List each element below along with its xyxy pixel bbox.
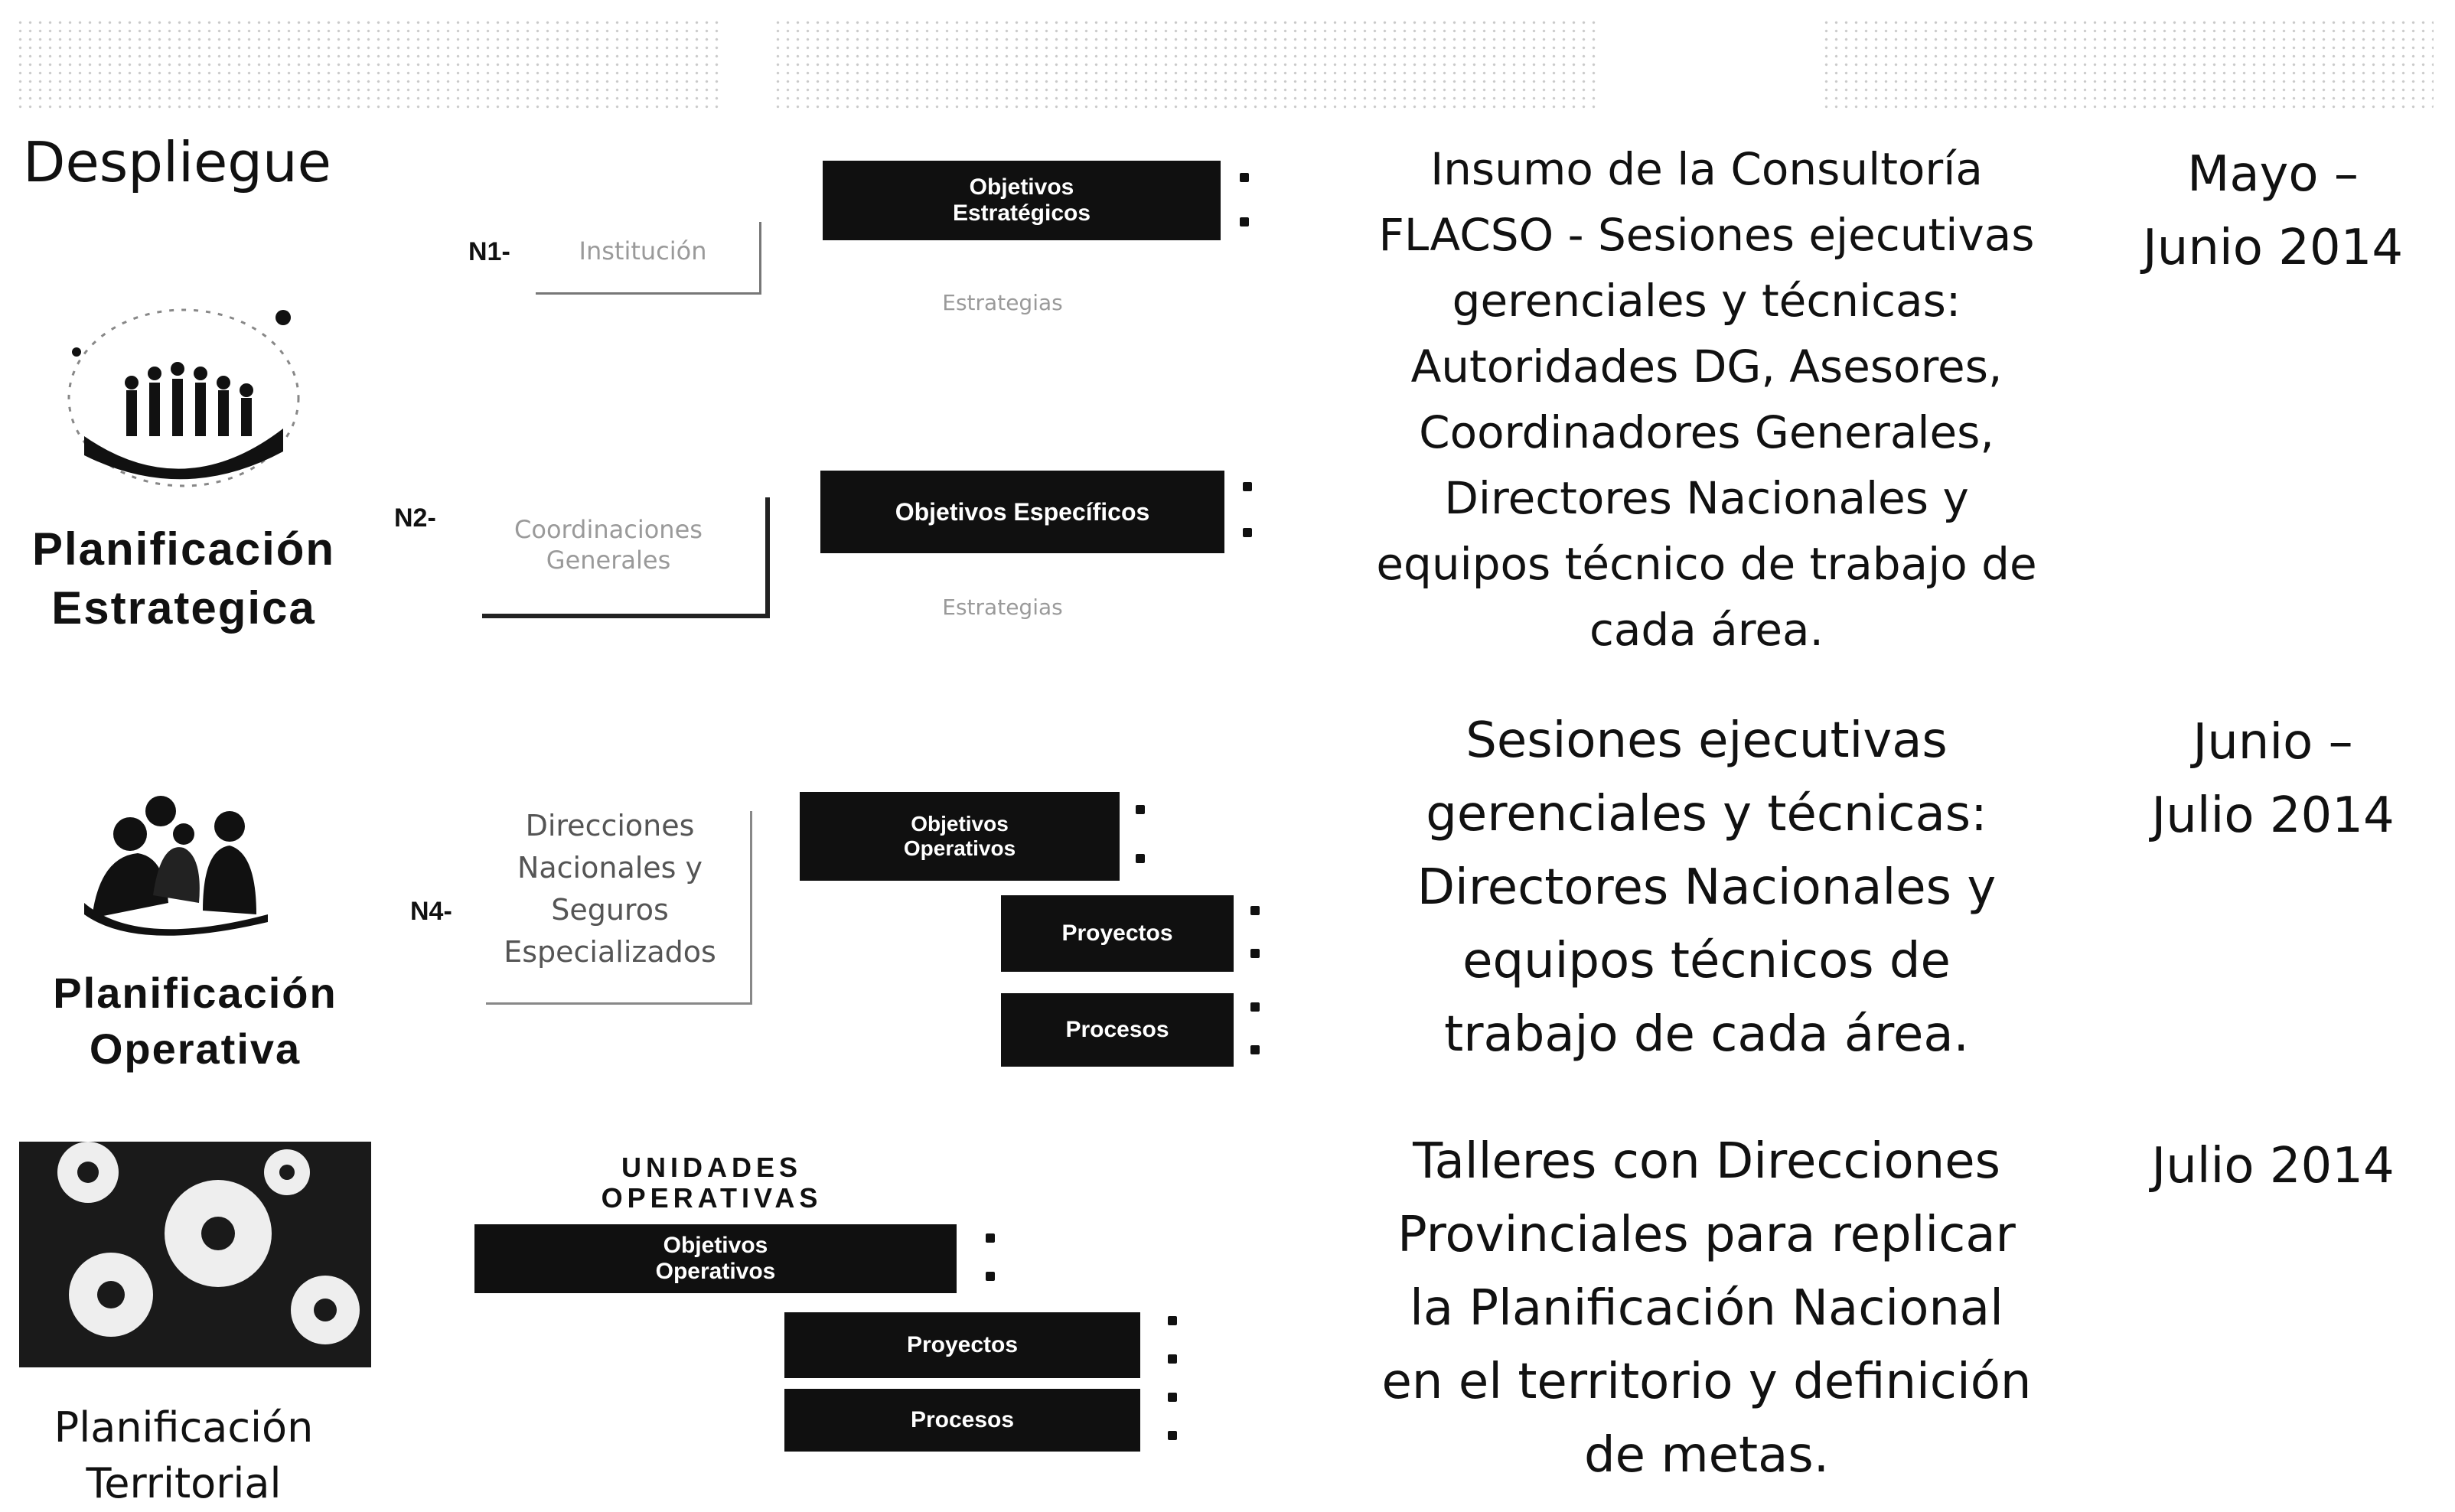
bullet xyxy=(1243,482,1252,491)
description-line: la Planificación Nacional xyxy=(1410,1280,2003,1337)
description-line: trabajo de cada área. xyxy=(1444,1006,1969,1063)
description-line: Directores Nacionales y xyxy=(1444,472,1969,524)
bullet xyxy=(1240,217,1249,226)
date-line: Julio 2014 xyxy=(2151,787,2395,844)
level-unit-n2: Coordinaciones Generales xyxy=(514,515,703,575)
bullet xyxy=(986,1233,995,1243)
description-operativa: Sesiones ejecutivas gerenciales y técnic… xyxy=(1324,704,2089,1071)
bullet xyxy=(1168,1316,1177,1325)
block-objetivos-operativos-territorial: Objetivos Operativos xyxy=(474,1224,957,1293)
description-line: equipos técnicos de xyxy=(1462,933,1951,989)
meeting-people-icon xyxy=(84,796,268,936)
header-noise-left xyxy=(15,18,719,110)
block-objetivos-estrategicos: Objetivos Estratégicos xyxy=(823,161,1221,240)
bracket-n2 xyxy=(482,497,770,618)
bullet xyxy=(1243,528,1252,537)
description-territorial: Talleres con Direcciones Provinciales pa… xyxy=(1324,1125,2089,1492)
description-line: cada área. xyxy=(1589,604,1824,656)
bullet xyxy=(1136,854,1145,863)
description-line: equipos técnico de trabajo de xyxy=(1376,538,2037,590)
phase-title-estrategica: Planificación Estrategica xyxy=(31,523,336,634)
date-line: Mayo – xyxy=(2187,146,2359,203)
date-operativa: Junio – Julio 2014 xyxy=(2097,705,2449,852)
unidades-operativas-header: UNIDADES OPERATIVAS xyxy=(601,1152,823,1214)
header-noise-middle xyxy=(773,18,1599,110)
description-line: Coordinadores Generales, xyxy=(1419,406,1994,458)
level-code-n1: N1- xyxy=(468,237,510,266)
bullet xyxy=(986,1272,995,1281)
people-globe-icon xyxy=(67,308,300,487)
bullet xyxy=(1168,1393,1177,1402)
header-noise-right xyxy=(1821,18,2434,110)
bracket-n1 xyxy=(536,222,761,295)
bullet xyxy=(1168,1354,1177,1364)
sub-estrategias-n2: Estrategias xyxy=(942,595,1063,620)
block-objetivos-operativos-n4: Objetivos Operativos xyxy=(800,792,1120,881)
bullet xyxy=(1136,805,1145,814)
description-line: Directores Nacionales y xyxy=(1417,859,1997,916)
page-title: Despliegue xyxy=(23,130,331,194)
description-line: de metas. xyxy=(1583,1427,1830,1484)
bullet xyxy=(1240,173,1249,182)
bullet xyxy=(1168,1431,1177,1440)
bracket-n4 xyxy=(486,811,752,1005)
phase-title-operativa: Planificación Operativa xyxy=(53,969,337,1073)
level-unit-n4: Direcciones Nacionales y Seguros Especia… xyxy=(504,809,716,969)
bullet xyxy=(1250,906,1260,915)
date-territorial: Julio 2014 xyxy=(2097,1129,2449,1203)
phase-title-territorial: Planificación Territorial xyxy=(54,1403,314,1507)
description-line: Talleres con Direcciones xyxy=(1413,1133,2000,1190)
block-proyectos-territorial: Proyectos xyxy=(784,1312,1140,1378)
description-line: Insumo de la Consultoría xyxy=(1430,143,1983,195)
description-line: en el territorio y definición xyxy=(1381,1354,2032,1410)
block-proyectos-n4: Proyectos xyxy=(1001,895,1234,972)
description-line: gerenciales y técnicas: xyxy=(1452,275,1961,327)
description-line: Provinciales para replicar xyxy=(1397,1207,2016,1263)
description-estrategica: Insumo de la Consultoría FLACSO - Sesion… xyxy=(1324,136,2089,663)
date-line: Junio 2014 xyxy=(2142,220,2404,276)
description-line: Sesiones ejecutivas xyxy=(1466,712,1948,769)
block-objetivos-especificos: Objetivos Específicos xyxy=(820,471,1224,553)
description-line: Autoridades DG, Asesores, xyxy=(1410,341,2003,393)
block-procesos-territorial: Procesos xyxy=(784,1389,1140,1452)
level-code-n4: N4- xyxy=(410,897,452,926)
date-line: Julio 2014 xyxy=(2151,1138,2395,1194)
level-code-n2: N2- xyxy=(394,503,436,533)
block-procesos-n4: Procesos xyxy=(1001,993,1234,1067)
sub-estrategias-n1: Estrategias xyxy=(942,290,1063,315)
date-line: Junio – xyxy=(2193,714,2353,771)
date-estrategica: Mayo – Junio 2014 xyxy=(2097,138,2449,285)
gears-icon xyxy=(19,1142,371,1367)
bullet xyxy=(1250,1002,1260,1012)
bullet xyxy=(1250,949,1260,958)
bullet xyxy=(1250,1045,1260,1054)
description-line: FLACSO - Sesiones ejecutivas xyxy=(1378,209,2035,261)
description-line: gerenciales y técnicas: xyxy=(1426,786,1987,842)
level-unit-n1: Institución xyxy=(579,236,707,266)
